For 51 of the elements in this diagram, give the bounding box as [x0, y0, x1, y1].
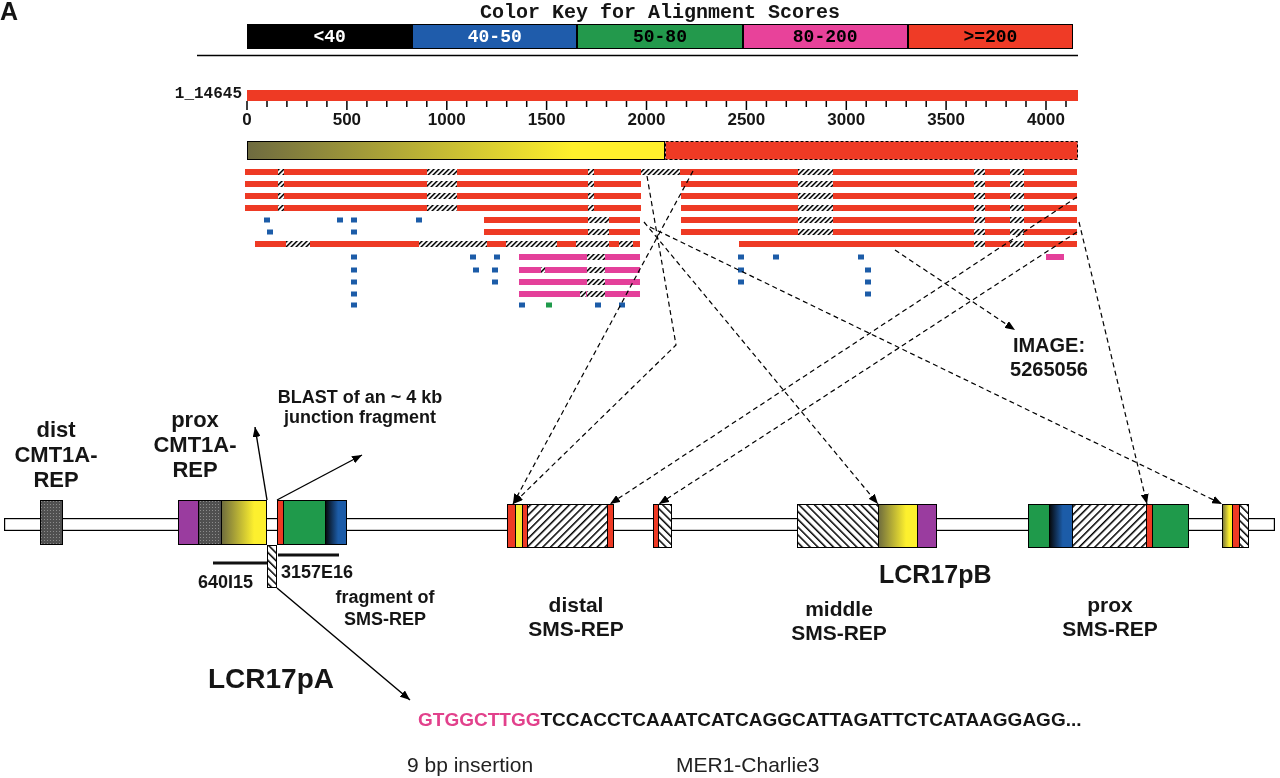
legend-label: 50-80 [632, 26, 687, 47]
repeat-block [653, 504, 672, 548]
axis-tick-label: 2000 [626, 110, 667, 130]
region-name: LCR17pA [208, 662, 334, 695]
arrow [276, 454, 363, 501]
dna-sequence: GTGGCTTGGTCCACCTCAAATCATCAGGCATTAGATTCTCATAAGGAGG... [410, 700, 1086, 735]
block-label: middle SMS-REP [790, 597, 888, 645]
arrow [276, 587, 411, 701]
dashed-arrow [658, 231, 1078, 505]
repeat-block [1222, 504, 1249, 548]
axis-tick-label: 3500 [926, 110, 967, 130]
repeat-block [507, 504, 614, 548]
axis-tick-label: 0 [241, 110, 253, 130]
block-label: distal SMS-REP [527, 593, 625, 641]
axis-tick-label: 1500 [526, 110, 567, 130]
clone-label: IMAGE: 5265056 [1003, 330, 1095, 381]
repeat-block [1028, 504, 1189, 548]
region-name: LCR17pB [879, 559, 992, 589]
axis-tick-label: 500 [331, 110, 363, 130]
legend-title: Color Key for Alignment Scores [478, 1, 842, 25]
repeat-block [40, 500, 63, 545]
annotation-text: BLAST of an ~ 4 kb junction fragment [276, 387, 444, 427]
sequence-annotation: MER1-Charlie3 [676, 752, 820, 777]
dashed-arrow [609, 196, 1078, 505]
legend-label: 40-50 [467, 26, 522, 47]
arrow [252, 426, 268, 501]
repeat-block [178, 500, 267, 545]
alignment-hits-graphic [245, 167, 1078, 310]
repeat-block [277, 500, 347, 545]
axis-tick-label: 2500 [726, 110, 767, 130]
sequence-name: 1_14645 [173, 85, 242, 104]
sequence-annotation: 9 bp insertion [407, 752, 534, 777]
block-label: prox CMT1A-REP [152, 407, 238, 482]
dashed-arrow [643, 221, 879, 505]
axis-tick-label: 4000 [1026, 110, 1066, 130]
legend-label: 80-200 [792, 26, 858, 47]
block-label: dist CMT1A-REP [13, 417, 99, 492]
legend-label: >=200 [963, 26, 1018, 47]
clone-name: 3157E16 [281, 562, 354, 583]
dashed-arrow [1078, 221, 1149, 505]
repeat-block [797, 504, 937, 548]
hatched-fragment [267, 545, 277, 588]
dashed-arrow [649, 226, 1223, 505]
clone-name: 640I15 [198, 572, 254, 593]
block-label: fragment of SMS-REP [334, 586, 436, 630]
dashed-arrow [894, 249, 1016, 331]
block-label: prox SMS-REP [1061, 593, 1159, 641]
panel-letter: A [0, 0, 19, 26]
legend-label: <40 [313, 26, 346, 47]
axis-tick-label: 1000 [426, 110, 467, 130]
axis-tick-label: 3000 [826, 110, 867, 130]
